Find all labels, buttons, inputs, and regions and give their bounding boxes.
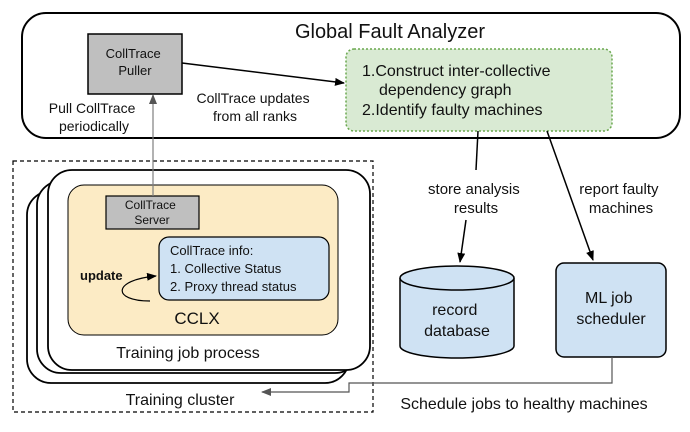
update-label: update <box>80 268 123 283</box>
schedule-connector <box>261 357 613 396</box>
colltrace-server-box <box>105 195 200 230</box>
cclx-label: CCLX <box>174 309 219 328</box>
colltrace-server-label: CollTrace Server <box>125 198 179 227</box>
schedule-jobs-label: Schedule jobs to healthy machines <box>400 396 647 413</box>
colltrace-info-text: CollTrace info: 1. Collective Status 2. … <box>170 243 297 294</box>
record-database-top <box>399 265 515 291</box>
training-job-process-label: Training job process <box>116 345 259 362</box>
training-cluster-box <box>12 160 374 413</box>
record-database-label: record database <box>424 302 490 340</box>
ml-job-scheduler-box <box>555 262 667 358</box>
report-faulty-label: report faulty machines <box>579 181 662 217</box>
updates-arrow <box>181 62 345 86</box>
ml-job-scheduler-label: ML job scheduler <box>576 290 646 328</box>
store-results-label: store analysis results <box>428 181 524 217</box>
store-arrow-lower <box>457 219 467 263</box>
pull-periodically-label: Pull CollTrace periodically <box>49 100 140 134</box>
update-curve-arrow <box>121 272 157 302</box>
colltrace-info-box <box>158 236 330 301</box>
training-cluster-label: Training cluster <box>126 392 235 409</box>
analysis-steps-box <box>345 48 613 132</box>
store-arrow-upper <box>475 130 479 171</box>
colltrace-puller-label: CollTrace Puller <box>106 46 165 78</box>
colltrace-updates-label: CollTrace updates from all ranks <box>197 90 314 124</box>
analysis-steps-text: 1.Construct inter-collective dependency … <box>362 63 555 119</box>
record-database-cylinder <box>399 278 515 359</box>
analyzer-title: Global Fault Analyzer <box>295 21 485 43</box>
report-arrow <box>546 130 594 261</box>
colltrace-puller-box <box>87 33 183 95</box>
